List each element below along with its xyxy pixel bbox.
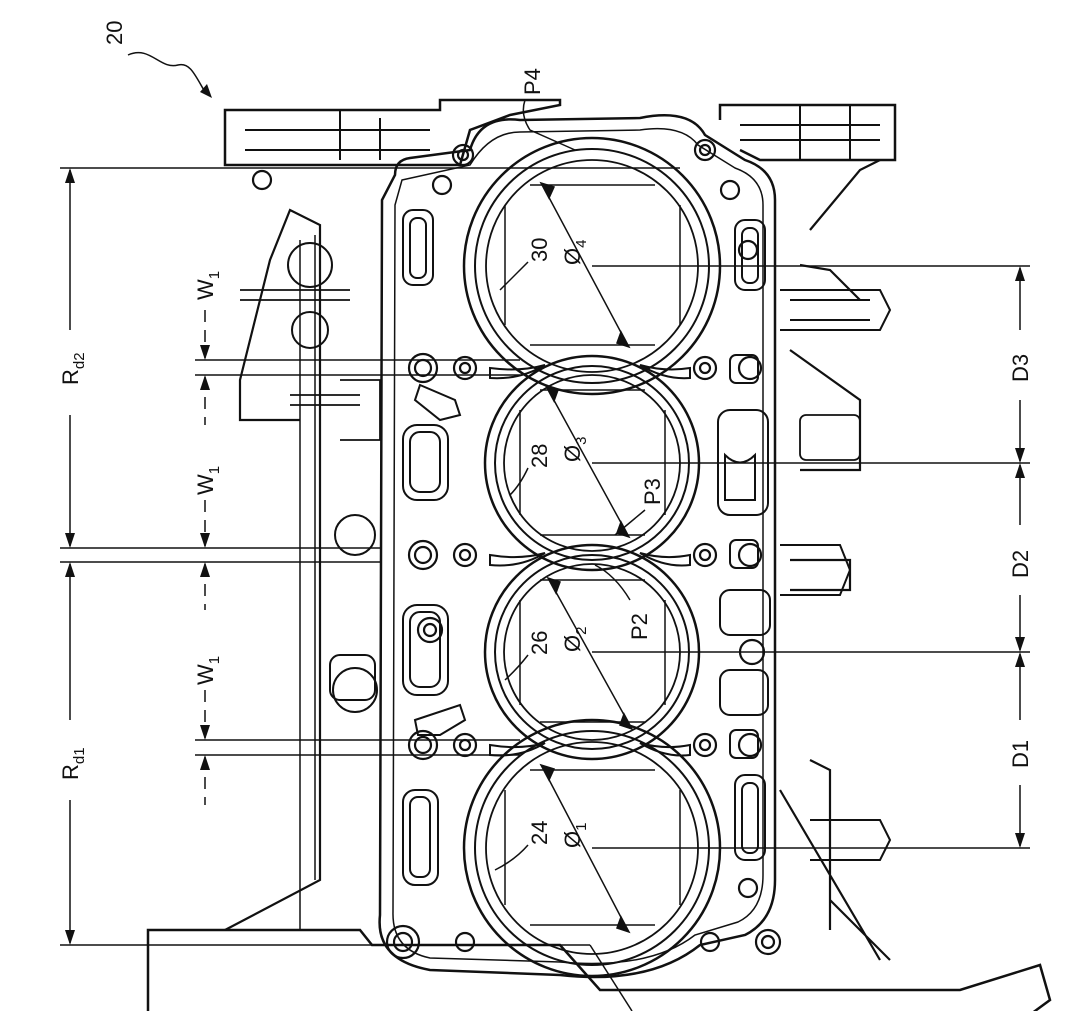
- deck-plate: [378, 114, 777, 979]
- w1-bot-label: W: [193, 664, 218, 685]
- diameter-4-symbol: Ø: [560, 248, 585, 265]
- diameter-2-index: 2: [573, 627, 590, 635]
- svg-text:Ø4: Ø4: [560, 240, 590, 265]
- point-p3: P3: [640, 478, 665, 505]
- d1-label: D1: [1008, 740, 1033, 768]
- dimension-w: W1 W1 W1: [193, 271, 520, 805]
- dimension-d: D3 D2 D1: [592, 265, 1033, 849]
- svg-text:Rd1: Rd1: [58, 747, 88, 780]
- svg-text:W1: W1: [193, 466, 223, 495]
- dimension-r: Rd2 Rd1: [58, 167, 680, 946]
- svg-text:Rd2: Rd2: [58, 352, 88, 385]
- svg-text:W1: W1: [193, 271, 223, 300]
- diameter-arrows: [539, 181, 634, 934]
- svg-text:Ø2: Ø2: [560, 627, 590, 652]
- bridge-notches: [489, 364, 691, 757]
- point-p4: P4: [520, 68, 545, 95]
- top-bracket-right-detail: [740, 105, 880, 160]
- rd2-label: R: [58, 369, 83, 385]
- bore-4-ref: 30: [527, 238, 552, 262]
- w1-bot-subscript: 1: [206, 656, 223, 664]
- diameter-1-index: 1: [573, 823, 590, 831]
- point-p2: P2: [627, 613, 652, 640]
- w1-mid-label: W: [193, 474, 218, 495]
- bore-2-ref: 26: [527, 631, 552, 655]
- svg-text:W1: W1: [193, 656, 223, 685]
- svg-text:Ø3: Ø3: [560, 437, 590, 462]
- left-skirt-lines: [299, 235, 316, 930]
- top-bracket-right: [718, 103, 897, 162]
- deck-plate-inner: [392, 127, 764, 965]
- top-bracket-left: [223, 98, 562, 167]
- water-jackets: [402, 209, 771, 886]
- engine-block: [146, 98, 1052, 1011]
- figure-number: 20: [102, 21, 127, 45]
- rd1-label: R: [58, 764, 83, 780]
- d3-label: D3: [1008, 354, 1033, 382]
- rd1-subscript: d1: [71, 747, 88, 764]
- bore-3-ref: 28: [527, 444, 552, 468]
- svg-text:Ø1: Ø1: [560, 823, 590, 848]
- top-bracket-left-detail: [245, 110, 430, 160]
- diameter-4-index: 4: [573, 240, 590, 248]
- bore-1-ref: 24: [527, 821, 552, 845]
- left-bosses: [240, 242, 381, 713]
- figure-leader: [127, 52, 206, 93]
- d2-label: D2: [1008, 550, 1033, 578]
- w1-top-label: W: [193, 279, 218, 300]
- points: P4 P3 P2: [520, 68, 665, 1011]
- right-bosses: [780, 289, 892, 861]
- bottom-flange: [146, 928, 1052, 1011]
- diameter-2-symbol: Ø: [560, 635, 585, 652]
- w1-mid-subscript: 1: [206, 466, 223, 474]
- w1-top-subscript: 1: [206, 271, 223, 279]
- left-skirt: [224, 208, 322, 931]
- diameter-3-index: 3: [573, 437, 590, 445]
- figure-reference: 20: [102, 21, 212, 98]
- diameter-3-symbol: Ø: [560, 445, 585, 462]
- figure-arrow: [200, 84, 212, 98]
- bore-references: 30 28 26 24: [494, 238, 552, 871]
- right-skirt: [779, 159, 891, 961]
- rd2-subscript: d2: [71, 352, 88, 369]
- diameter-1-symbol: Ø: [560, 831, 585, 848]
